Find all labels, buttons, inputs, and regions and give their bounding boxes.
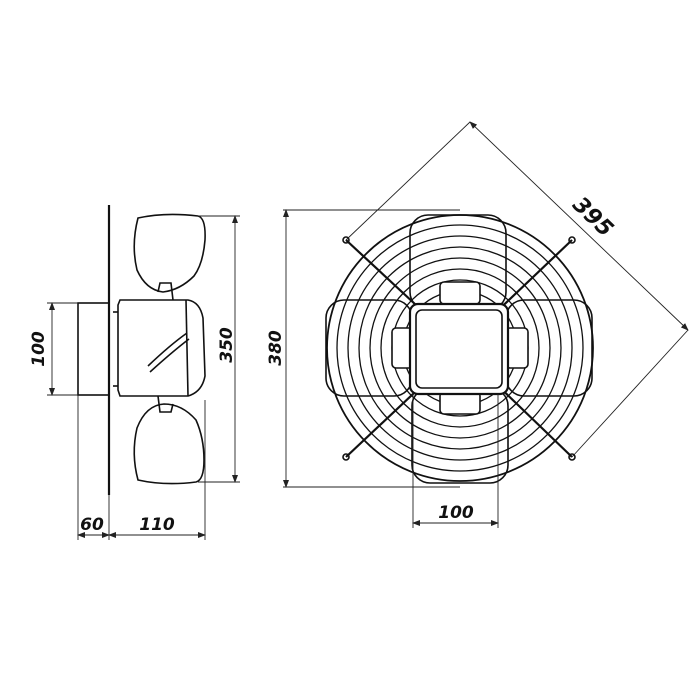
motor-strap-2 [149, 338, 190, 373]
diagonal-label: 395 [567, 192, 617, 242]
flange-depth-label: 60 [80, 515, 104, 535]
motor-body [117, 299, 206, 397]
lower-blade-hub [157, 395, 174, 413]
front-view: 380 395 100 [266, 121, 689, 528]
motor-seam [185, 299, 189, 397]
motor-depth-label: 110 [139, 515, 175, 535]
lower-blade [133, 403, 205, 485]
motor-strap [147, 332, 188, 367]
side-view: 100 350 60 110 [29, 205, 240, 540]
motor-front [408, 302, 510, 396]
flange-box [77, 302, 110, 396]
upper-blade-hub [157, 282, 174, 301]
motor-front-inner [415, 309, 503, 389]
guard-height-label: 380 [266, 330, 286, 366]
motor-width-label: 100 [438, 503, 474, 523]
overall-height-label: 350 [217, 327, 237, 363]
upper-blade [133, 213, 206, 293]
flange-height-label: 100 [29, 331, 49, 367]
